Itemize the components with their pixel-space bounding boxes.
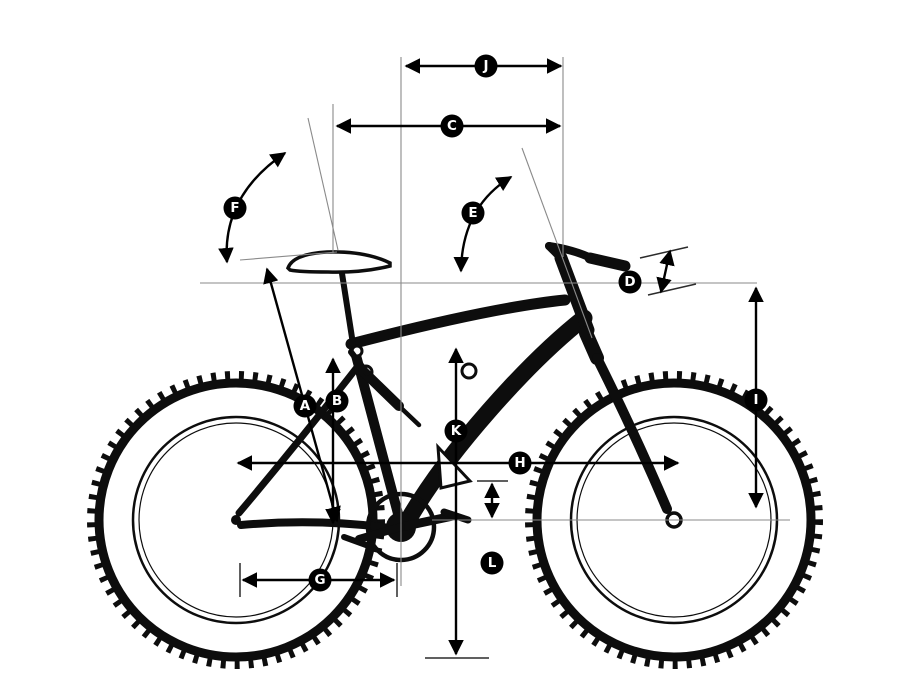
dimension-label-l: L (480, 551, 504, 575)
dimension-e-arc (453, 175, 513, 273)
dimension-label-h: H (508, 451, 532, 475)
seat-angle-reference (307, 117, 339, 251)
crank-arm-left (355, 523, 405, 543)
dimension-label-k: K (444, 419, 468, 443)
dimension-label-j: J (474, 54, 498, 78)
head-tube-bottom-tick (647, 283, 697, 296)
label-g-letter: G (314, 572, 325, 588)
label-j-letter: J (482, 58, 488, 74)
label-a-badge (293, 394, 317, 418)
chainstay (237, 518, 401, 533)
label-d-badge (618, 270, 642, 294)
label-k-badge (444, 419, 468, 443)
dimension-label-d: D (618, 270, 642, 294)
rear-shock (348, 349, 422, 428)
front-tire-knobs (525, 371, 823, 669)
dimension-d-arrow (656, 249, 675, 294)
label-e-letter: E (468, 205, 477, 221)
shock-shaft (396, 403, 422, 428)
label-j-badge (474, 54, 498, 78)
label-b-badge (325, 389, 349, 413)
fork (579, 326, 683, 529)
shock-rocker (348, 349, 370, 376)
label-i-badge (744, 388, 768, 412)
label-f-badge (223, 196, 247, 220)
shock-body (358, 366, 404, 411)
label-h-badge (508, 451, 532, 475)
label-c-badge (440, 114, 464, 138)
seat-post (338, 264, 356, 347)
dimension-label-b: B (325, 389, 349, 413)
label-l-letter: L (488, 555, 497, 571)
head-angle-reference (521, 147, 593, 339)
dimension-label-c: C (440, 114, 464, 138)
rear-tire (94, 378, 378, 662)
rear-tire-knobs (87, 371, 385, 669)
label-f-letter: F (230, 200, 239, 216)
dimension-label-f: F (223, 196, 247, 220)
handlebar-assembly (545, 242, 631, 272)
dimension-label-e: E (461, 201, 485, 225)
dimension-labels: A B C D E F G H (223, 54, 768, 592)
head-tube-top-tick (639, 246, 689, 259)
dimension-label-a: A (293, 394, 317, 418)
rear-wheel (87, 371, 385, 669)
label-l-badge (480, 551, 504, 575)
label-d-letter: D (624, 274, 635, 290)
linkage-pivot (460, 362, 478, 380)
label-c-letter: C (447, 118, 457, 134)
top-tube (345, 294, 571, 350)
fork-leg (592, 353, 672, 514)
saddle-assembly (285, 250, 392, 347)
grip (584, 252, 631, 272)
label-e-badge (461, 201, 485, 225)
label-k-letter: K (451, 423, 462, 439)
crank-arm-right (396, 511, 458, 532)
head-tube (554, 251, 595, 337)
label-h-letter: H (514, 455, 525, 471)
reference-lines (200, 57, 790, 659)
label-a-letter: A (300, 398, 311, 414)
label-b-letter: B (332, 393, 342, 409)
dimension-label-i: I (744, 388, 768, 412)
pedal-left (341, 534, 369, 548)
down-tube (398, 309, 593, 531)
dimension-label-g: G (308, 568, 332, 592)
label-i-letter: I (753, 392, 758, 408)
label-g-badge (308, 568, 332, 592)
